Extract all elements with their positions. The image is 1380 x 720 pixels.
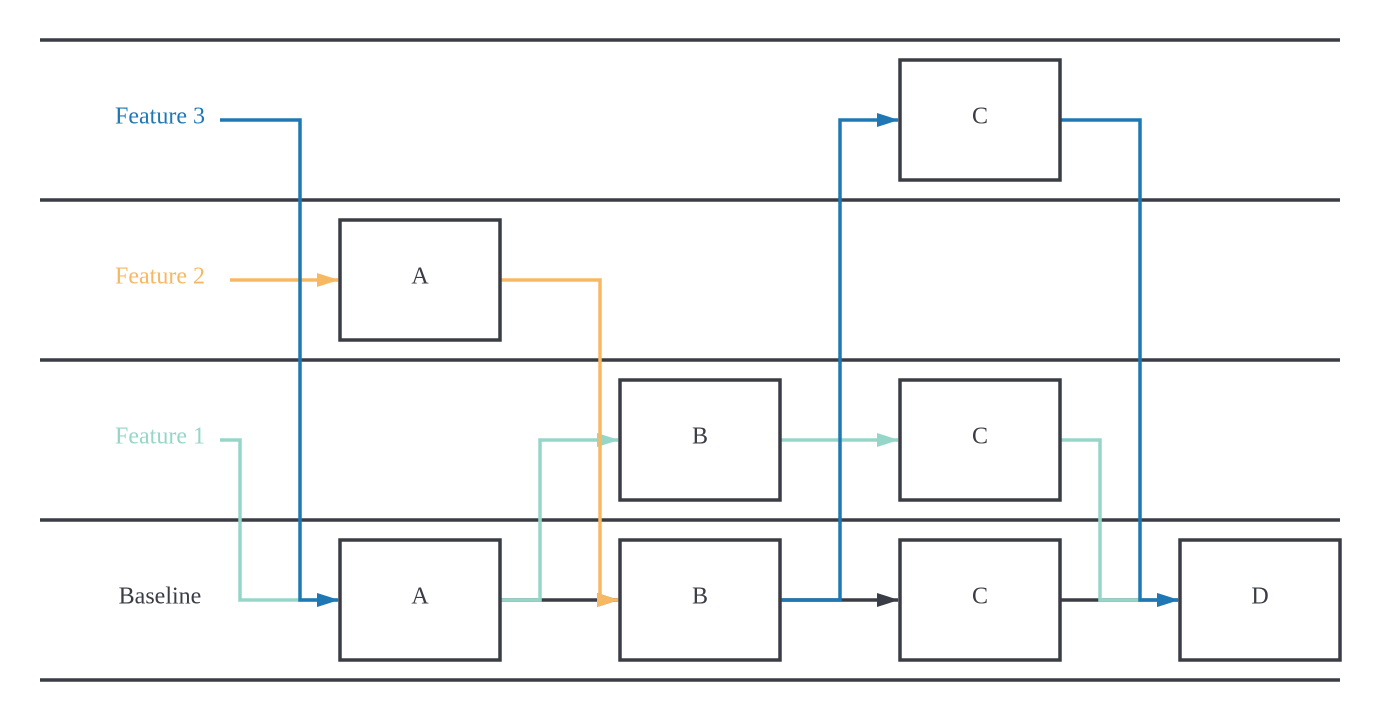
lane-labels: Feature 3 Feature 2 Feature 1 Baseline [115, 104, 205, 610]
node-feature1-c[interactable]: C [898, 378, 1062, 502]
node-baseline-d-label: D [1251, 584, 1268, 610]
node-baseline-a-label: A [411, 584, 429, 610]
node-baseline-d[interactable]: D [1178, 538, 1342, 662]
lane-label-baseline: Baseline [119, 584, 202, 610]
edge-baseline-b-to-feature3-c [780, 113, 899, 602]
node-feature1-b-label: B [692, 424, 708, 450]
lane-label-feature3: Feature 3 [115, 104, 205, 130]
edge-feature3-c-to-baseline-d [1060, 118, 1179, 607]
edge-feature3-start-to-baseline-a [220, 118, 339, 607]
edge-feature2-a-to-baseline-b [500, 278, 619, 607]
node-feature3-c-label: C [972, 104, 988, 130]
edge-baseline-a-to-feature1-b [500, 433, 619, 602]
node-baseline-b-label: B [692, 584, 708, 610]
lane-label-feature2: Feature 2 [115, 264, 205, 290]
lane-dividers [40, 38, 1340, 682]
node-feature2-a[interactable]: A [338, 218, 502, 342]
node-baseline-b[interactable]: B [618, 538, 782, 662]
nodes: C A B C A B C D [338, 58, 1342, 662]
connectors [220, 113, 1179, 607]
node-feature2-a-label: A [411, 264, 429, 290]
node-feature1-c-label: C [972, 424, 988, 450]
edge-feature1-start-to-baseline-a [220, 438, 339, 607]
node-feature1-b[interactable]: B [618, 378, 782, 502]
node-baseline-c[interactable]: C [898, 538, 1062, 662]
node-feature3-c[interactable]: C [898, 58, 1062, 182]
lane-label-feature1: Feature 1 [115, 424, 205, 450]
node-baseline-a[interactable]: A [338, 538, 502, 662]
node-baseline-c-label: C [972, 584, 988, 610]
